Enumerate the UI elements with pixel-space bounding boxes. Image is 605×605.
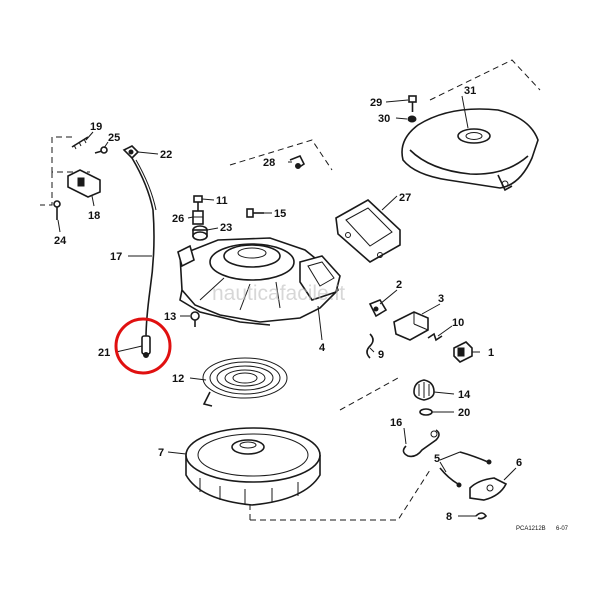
callout-16: 16 <box>390 417 402 429</box>
callout-8: 8 <box>446 511 452 523</box>
callout-25: 25 <box>108 132 120 144</box>
part-8-circlip <box>475 512 488 520</box>
callout-28: 28 <box>263 157 275 169</box>
part-7-rope-pulley <box>185 427 321 506</box>
figure-code-id: PCA1212B <box>516 526 546 532</box>
part-26-spacer <box>192 210 204 225</box>
part-14-nut <box>413 379 435 401</box>
callout-4: 4 <box>319 342 326 354</box>
figure-code-date: 6-07 <box>556 526 569 532</box>
callout-9: 9 <box>378 349 384 361</box>
part-27-frame <box>335 199 401 263</box>
callout-27: 27 <box>399 192 411 204</box>
callout-29: 29 <box>370 97 382 109</box>
callout-7: 7 <box>158 447 164 459</box>
watermark-text: nauticafacile.it <box>212 282 345 305</box>
part-23-bushing <box>192 225 208 241</box>
callout-5: 5 <box>434 453 440 465</box>
callout-3: 3 <box>438 293 444 305</box>
callout-20: 20 <box>458 407 470 419</box>
part-4-starter-housing <box>177 237 341 326</box>
callout-21: 21 <box>98 347 110 359</box>
part-22-fitting <box>122 145 140 160</box>
part-20-washer <box>419 408 433 416</box>
callout-30: 30 <box>378 113 390 125</box>
callout-22: 22 <box>160 149 172 161</box>
part-2-clip <box>368 299 388 318</box>
part-5-pawl-springs <box>439 451 492 488</box>
part-24-screw <box>53 200 61 220</box>
callout-12: 12 <box>172 373 184 385</box>
part-12-rewind-spring <box>202 357 288 407</box>
highlight-circle-part-21 <box>114 317 172 375</box>
part-25-screw <box>94 146 108 154</box>
figure-code: PCA1212B 6-07 <box>516 526 569 532</box>
callout-10: 10 <box>452 317 464 329</box>
callout-26: 26 <box>172 213 184 225</box>
callout-18: 18 <box>88 210 100 222</box>
callout-19: 19 <box>90 121 102 133</box>
callout-labels: 19 25 22 18 24 17 21 11 26 23 15 13 4 12… <box>54 85 522 523</box>
callout-31: 31 <box>464 85 476 97</box>
part-30-washer <box>407 115 417 123</box>
callout-24: 24 <box>54 235 67 247</box>
callout-13: 13 <box>164 311 176 323</box>
part-16-spring-clip <box>402 429 440 458</box>
part-28-clip <box>289 154 306 169</box>
callout-2: 2 <box>396 279 402 291</box>
part-1-lever <box>453 341 473 363</box>
callout-14: 14 <box>458 389 471 401</box>
part-13-screw <box>190 311 200 327</box>
callout-17: 17 <box>110 251 122 263</box>
part-9-spring <box>366 333 374 359</box>
part-21-cable-end <box>141 335 151 358</box>
callout-6: 6 <box>516 457 522 469</box>
part-18-bracket <box>67 169 101 198</box>
callout-1: 1 <box>488 347 494 359</box>
callout-23: 23 <box>220 222 232 234</box>
leader-lines <box>57 95 517 517</box>
part-29-screw <box>408 95 417 112</box>
part-11-screw <box>193 195 203 212</box>
part-10-spring <box>427 332 443 342</box>
part-15-screw <box>246 208 264 218</box>
part-6-pawl <box>469 477 508 501</box>
callout-15: 15 <box>274 208 286 220</box>
part-31-starter-cover <box>401 108 539 192</box>
part-17-cable <box>131 157 157 339</box>
part-19-pin <box>71 136 89 150</box>
callout-11: 11 <box>216 195 228 207</box>
part-3-handle <box>393 311 429 341</box>
